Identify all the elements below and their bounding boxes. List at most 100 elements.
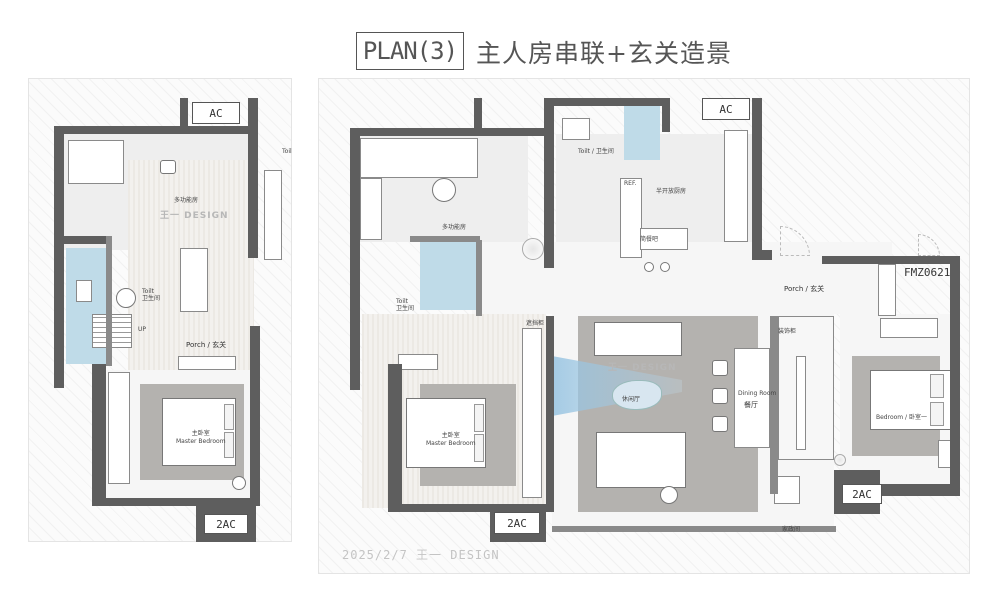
right-master-bed <box>406 398 486 468</box>
plan-title: 主人房串联+玄关造景 <box>476 39 732 68</box>
date-watermark: 2025/2/7 王一 DESIGN <box>342 548 500 562</box>
right-label-master: 主卧室 Master Bedroom <box>426 432 476 447</box>
right-wall-stub-2 <box>662 98 670 132</box>
left-pillow-2 <box>224 432 234 458</box>
right-bar-counter <box>640 228 688 250</box>
right-dining-table <box>734 348 770 448</box>
right-ac-top: AC <box>702 98 750 120</box>
right-multi-round-table <box>432 178 456 202</box>
right-entry-shoe-cabinet <box>878 264 896 316</box>
left-label-multi-room: 多功能房 <box>174 197 199 204</box>
right-label-porch: Porch / 玄关 <box>784 285 825 293</box>
right-dining-chair-1 <box>712 360 728 376</box>
left-ac-bottom: 2AC <box>204 514 248 534</box>
right-multi-daybed <box>360 138 478 178</box>
right-wall-master-west <box>388 364 402 512</box>
right-ac-bottom-left: 2AC <box>494 512 540 534</box>
right-sofa <box>594 322 682 356</box>
right-fridge-unit <box>620 178 642 258</box>
right-wall-east <box>950 256 960 496</box>
right-bar-stool-2 <box>660 262 670 272</box>
right-wall-kitchen-corner <box>752 250 772 260</box>
left-wall-bath-east <box>106 236 112 366</box>
right-lounge-table <box>612 380 662 410</box>
right-pillow-2 <box>474 434 484 462</box>
left-label-up: UP <box>138 326 147 333</box>
right-wall-dining-east <box>770 316 778 494</box>
plan-code-box: PLAN(3) <box>356 32 464 70</box>
plan-code: PLAN(3) <box>362 37 458 65</box>
left-wall-south <box>92 498 256 506</box>
right-label-toilet-left: Toilt 卫生间 <box>396 298 415 312</box>
right-kitchen-counter <box>724 130 748 242</box>
right-wall-bath-north <box>410 236 480 242</box>
right-dining-chair-2 <box>712 388 728 404</box>
right-wall-entry-north <box>822 256 956 264</box>
right-multi-cabinet <box>360 178 382 240</box>
right-watermark: 王一 DESIGN <box>608 363 677 373</box>
right-dining-chair-3 <box>712 416 728 432</box>
right-ac-bottom-right: 2AC <box>842 484 882 504</box>
left-label-master: 主卧室 Master Bedroom <box>176 430 226 445</box>
left-label-cut: Toil <box>282 148 292 155</box>
right-label-bedroom: Bedroom / 卧室一 <box>876 414 927 421</box>
right-pillow-1 <box>474 404 484 432</box>
left-wall-east-lower <box>250 326 260 506</box>
right-bedroom-pillow-1 <box>930 374 944 398</box>
left-ac-top: AC <box>192 102 240 124</box>
left-daybed <box>68 140 124 184</box>
right-bathroom-left <box>420 240 476 310</box>
right-label-bar: 简餐吧 <box>640 236 659 243</box>
right-label-dining-cn: 餐厅 <box>744 401 758 409</box>
right-porch-bench <box>796 356 806 450</box>
right-porch-screen <box>778 316 834 460</box>
right-wall-mid-north <box>544 98 554 268</box>
right-label-multi-room: 多功能房 <box>442 224 467 231</box>
right-plant-small <box>834 454 846 466</box>
right-wall-top-bath-north <box>544 98 668 106</box>
right-label-ref: REF. <box>624 180 637 187</box>
left-wall-bath-top <box>62 236 112 244</box>
left-partition-cabinet <box>180 248 208 312</box>
left-pillow-1 <box>224 404 234 430</box>
right-label-toilet-top: Toilt / 卫生间 <box>578 148 614 155</box>
left-label-porch: Porch / 玄关 <box>186 341 227 349</box>
right-wall-north-left <box>350 128 546 136</box>
right-wall-master-east <box>546 316 554 512</box>
left-side-cabinet <box>264 170 282 260</box>
left-master-bed <box>162 398 236 466</box>
left-wall-north <box>54 126 250 134</box>
left-label-toilet: Toilt 卫生间 <box>142 288 161 302</box>
left-wardrobe <box>108 372 130 484</box>
right-door-code: FMZ0621 <box>904 266 951 279</box>
right-wall-living-south <box>552 526 836 532</box>
right-daybed <box>596 432 686 488</box>
right-bathroom-top <box>624 104 660 160</box>
right-label-lounge: 休闲厅 <box>622 396 641 403</box>
right-label-laundry: 家政间 <box>782 526 801 533</box>
right-label-cabinet-left: 遮挡柜 <box>526 320 545 327</box>
left-stair <box>92 314 132 348</box>
right-round-stool <box>660 486 678 504</box>
left-chair <box>160 160 176 174</box>
right-label-kitchen: 半开放厨房 <box>656 188 687 195</box>
right-top-toilet-fixture <box>562 118 590 140</box>
left-watermark: 王一 DESIGN <box>160 211 229 221</box>
left-wall-stub-1 <box>180 98 188 130</box>
left-wall-west <box>54 126 64 388</box>
right-bedroom-pillow-2 <box>930 402 944 426</box>
left-porch-cabinet <box>178 356 236 370</box>
right-master-cabinet <box>398 354 438 370</box>
left-round-stool <box>232 476 246 490</box>
right-wardrobe <box>522 328 542 498</box>
left-wall-east-upper <box>248 98 258 258</box>
right-wall-kitchen-east <box>752 98 762 250</box>
right-bar-stool-1 <box>644 262 654 272</box>
right-label-dining-en: Dining Room <box>738 390 777 397</box>
right-wall-stub-1 <box>474 98 482 130</box>
right-wall-west <box>350 128 360 390</box>
right-label-cabinet-top: 装饰柜 <box>778 328 797 335</box>
left-wall-master-west <box>92 364 106 506</box>
right-plant <box>522 238 544 260</box>
left-toilet-fixture <box>76 280 92 302</box>
